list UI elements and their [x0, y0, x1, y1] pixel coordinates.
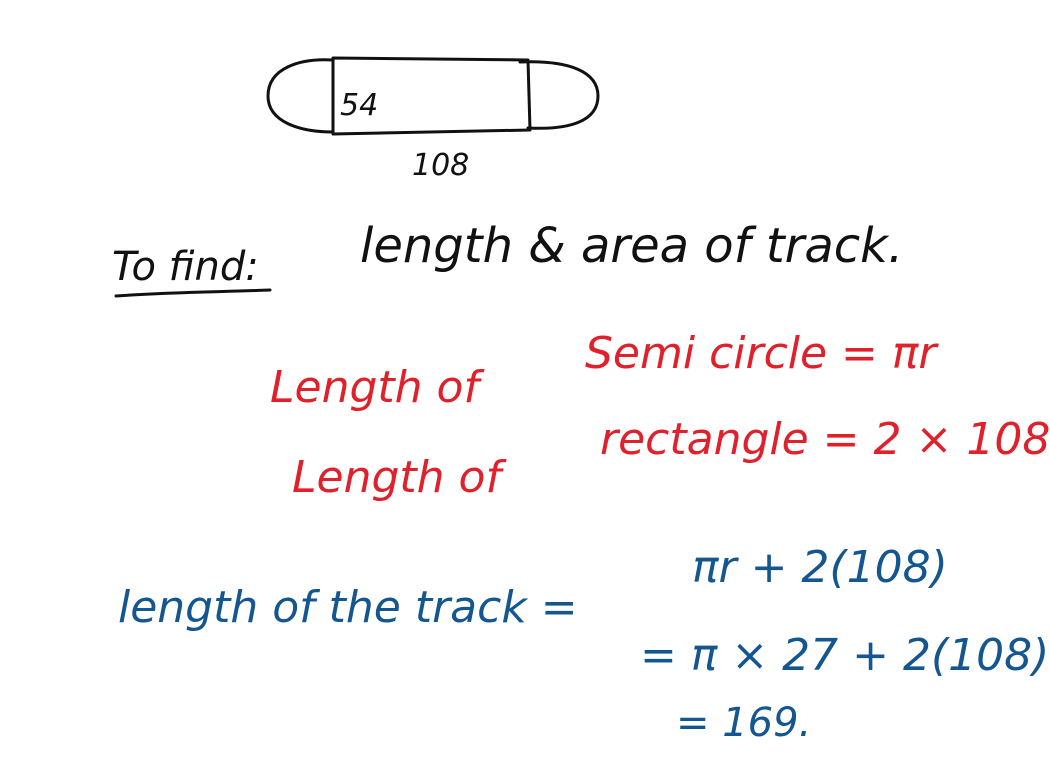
blue-line1-right: πr + 2(108): [692, 542, 948, 593]
track-diagram: 54 108: [266, 56, 600, 183]
to-find-label: To find:: [112, 244, 259, 290]
rect-width-label: 54: [340, 88, 378, 123]
red-line2-left: Length of: [292, 452, 501, 503]
right-semicircle: [518, 60, 600, 130]
red-line1-right: Semi circle = πr: [585, 328, 937, 379]
red-line2-right: rectangle = 2 × 108: [600, 414, 1050, 465]
blue-line3: = 169.: [676, 700, 812, 746]
rect-length-label: 108: [412, 148, 469, 183]
rectangle: [331, 56, 532, 136]
blue-line1-left: length of the track =: [118, 582, 578, 633]
red-line1-left: Length of: [270, 362, 479, 413]
whiteboard-page: 54 108 To find: length & area of track. …: [112, 56, 1050, 746]
to-find-underline: [114, 288, 272, 298]
left-semicircle: [266, 58, 335, 134]
heading-text: length & area of track.: [360, 218, 904, 274]
blue-line2: = π × 27 + 2(108): [640, 630, 1050, 681]
